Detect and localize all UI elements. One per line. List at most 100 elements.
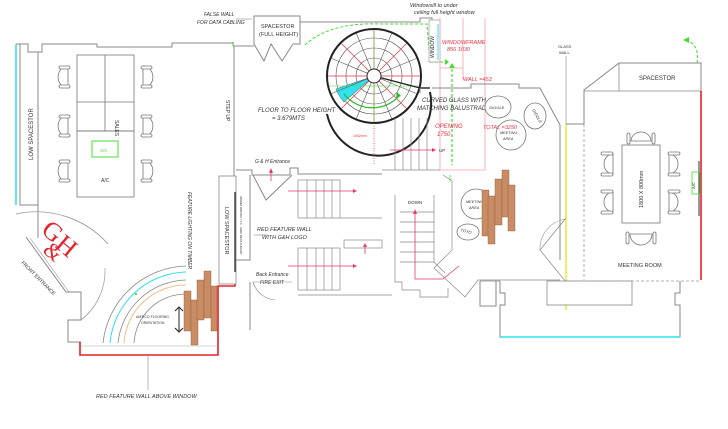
windowsill-label-2: ceiling full height window [414,10,476,16]
false-wall-label-1: FALSE WALL [204,12,235,18]
total-label: TOTAL =3250 [483,125,518,131]
step-up-label: STEP UP [224,100,230,122]
red-feature-wall-logo-label-2: WITH G&H LOGO [262,235,308,241]
glass-wall-label-2: WALL [559,50,571,55]
ac-unit-right [691,171,701,195]
meeting-room-label: MEETING ROOM [618,263,662,269]
red-feature-wall-window-label: RED FEATURE WALL ABOVE WINDOW [96,394,197,400]
svg-text:YOYO: YOYO [460,227,472,235]
meeting-area-1: MEETING AREA [495,119,527,151]
stair-flight-upper [297,179,382,219]
stair-tread-line [376,82,392,119]
spiral-staircase [326,28,422,124]
chair [140,114,154,138]
stair-tread-line [356,82,372,119]
timber-feature-lighting-left [183,270,218,346]
down-label: DOWN [408,200,422,205]
back-entrance-label-2: FIRE EXIT [260,280,285,286]
window-label: WINDOW [430,36,436,58]
sales-room [15,42,235,215]
chair [57,159,71,183]
chair [57,114,71,138]
low-spacestor-left-label: LOW SPACESTOR [29,108,35,160]
orientation-arrow-icon [174,306,184,333]
stair-tread-line [341,43,370,72]
stair-tread-line [378,43,407,72]
chair [600,151,614,177]
amtico-label-1: AMTICO FLOORING [136,315,169,319]
stair-flight-lower [297,239,392,296]
amtico-curved-floor [102,265,187,344]
gh-logo: G & H [36,214,83,266]
chair [57,65,71,89]
timber-feature-lighting-right [481,169,516,245]
meeting-chairs [600,131,681,246]
ac-unit-green [91,140,119,158]
giggle-seat-2: GIGGLE [523,102,547,130]
false-wall-label-2: FOR DATA CABLING [197,20,245,26]
bottom-bay [479,280,681,338]
stair-treads-center [382,118,440,171]
floor-height-label-2: = 3.679MTS [272,116,305,122]
spacestor-full-height [253,15,301,63]
chair [140,65,154,89]
dim-1062-label: 1062mm [353,134,367,138]
sales-chairs [57,65,154,183]
up-label: UP [439,148,445,153]
yoyo-seat: YOYO [456,223,480,241]
chair [140,159,154,183]
chair [600,189,614,215]
meeting-table [621,144,661,224]
spacestor-full-label-1: SPACESTOR [261,24,294,30]
floor-height-label-1: FLOOR TO FLOOR HEIGHT [258,108,337,114]
sales-desk-cluster [76,54,135,132]
stair-flight-down [394,174,560,298]
curved-glass-label-2: MATCHING BALUSTRADE [417,106,491,112]
green-route-line [304,23,448,63]
svg-text:AREA: AREA [468,206,480,210]
low-spacestor-mid [218,175,237,285]
svg-text:MEETING: MEETING [500,131,517,135]
giggle-seat-1: GIGGLE [484,95,512,119]
spacestor-full-label-2: (FULL HEIGHT) [259,32,298,38]
opening-label-1: OPENING [435,124,463,130]
amtico-label-2: ORIENTATION [141,321,165,325]
red-feature-wall-logo-label-1: RED FEATURE WALL [257,227,312,233]
opening-label-2: 1750 [437,132,451,138]
stair-tread-line [341,80,370,109]
stair-tread-line [376,33,392,70]
meeting-room [566,37,702,282]
table-size-label: 1800 X 800mm [639,170,645,208]
curved-glass-label-1: CURVED GLASS WITH [422,98,487,104]
ac-green-label: A/C [100,148,108,153]
chair [625,231,657,246]
svg-text:MEETING: MEETING [466,200,483,204]
back-entrance-label-1: Back Entrance [256,272,289,278]
stair-tread-line [331,58,368,74]
windowsill-label-1: Windowsill to under [410,3,459,9]
wall-453-label: WALL =453 [463,77,493,83]
spacestor-label: SPACESTOR [639,76,676,82]
svg-text:AREA: AREA [502,137,514,141]
ac-right-label: A/C [691,182,696,189]
chair [667,189,681,215]
stair-tread-line [356,33,372,70]
chair [626,131,656,145]
stair-tread-line [380,58,417,74]
svg-text:A/C: A/C [448,175,453,182]
svg-text:GIGGLE: GIGGLE [489,105,505,110]
front-entrance-area [15,205,109,343]
gh-entrance-label: G & H Entrance [255,159,290,165]
glass-wall-label-1: GLASS [558,44,572,49]
low-spacestor-mid-label: LOW SPACESTOR [223,207,229,255]
windowframe-label-1: WINDOWFRAME [442,40,486,46]
ac-label: A/C [101,178,110,184]
chair [667,151,681,177]
windowframe-label-2: 856 1030 [447,47,471,53]
stair-note-label: 300MM WARDS / 1.4 - 6000 RESTAURANT [239,196,243,255]
down-arrow-line [414,212,460,280]
sales-label: SALES [113,120,119,137]
stair-tread-line [378,80,407,109]
red-dimension-lines [439,18,486,171]
